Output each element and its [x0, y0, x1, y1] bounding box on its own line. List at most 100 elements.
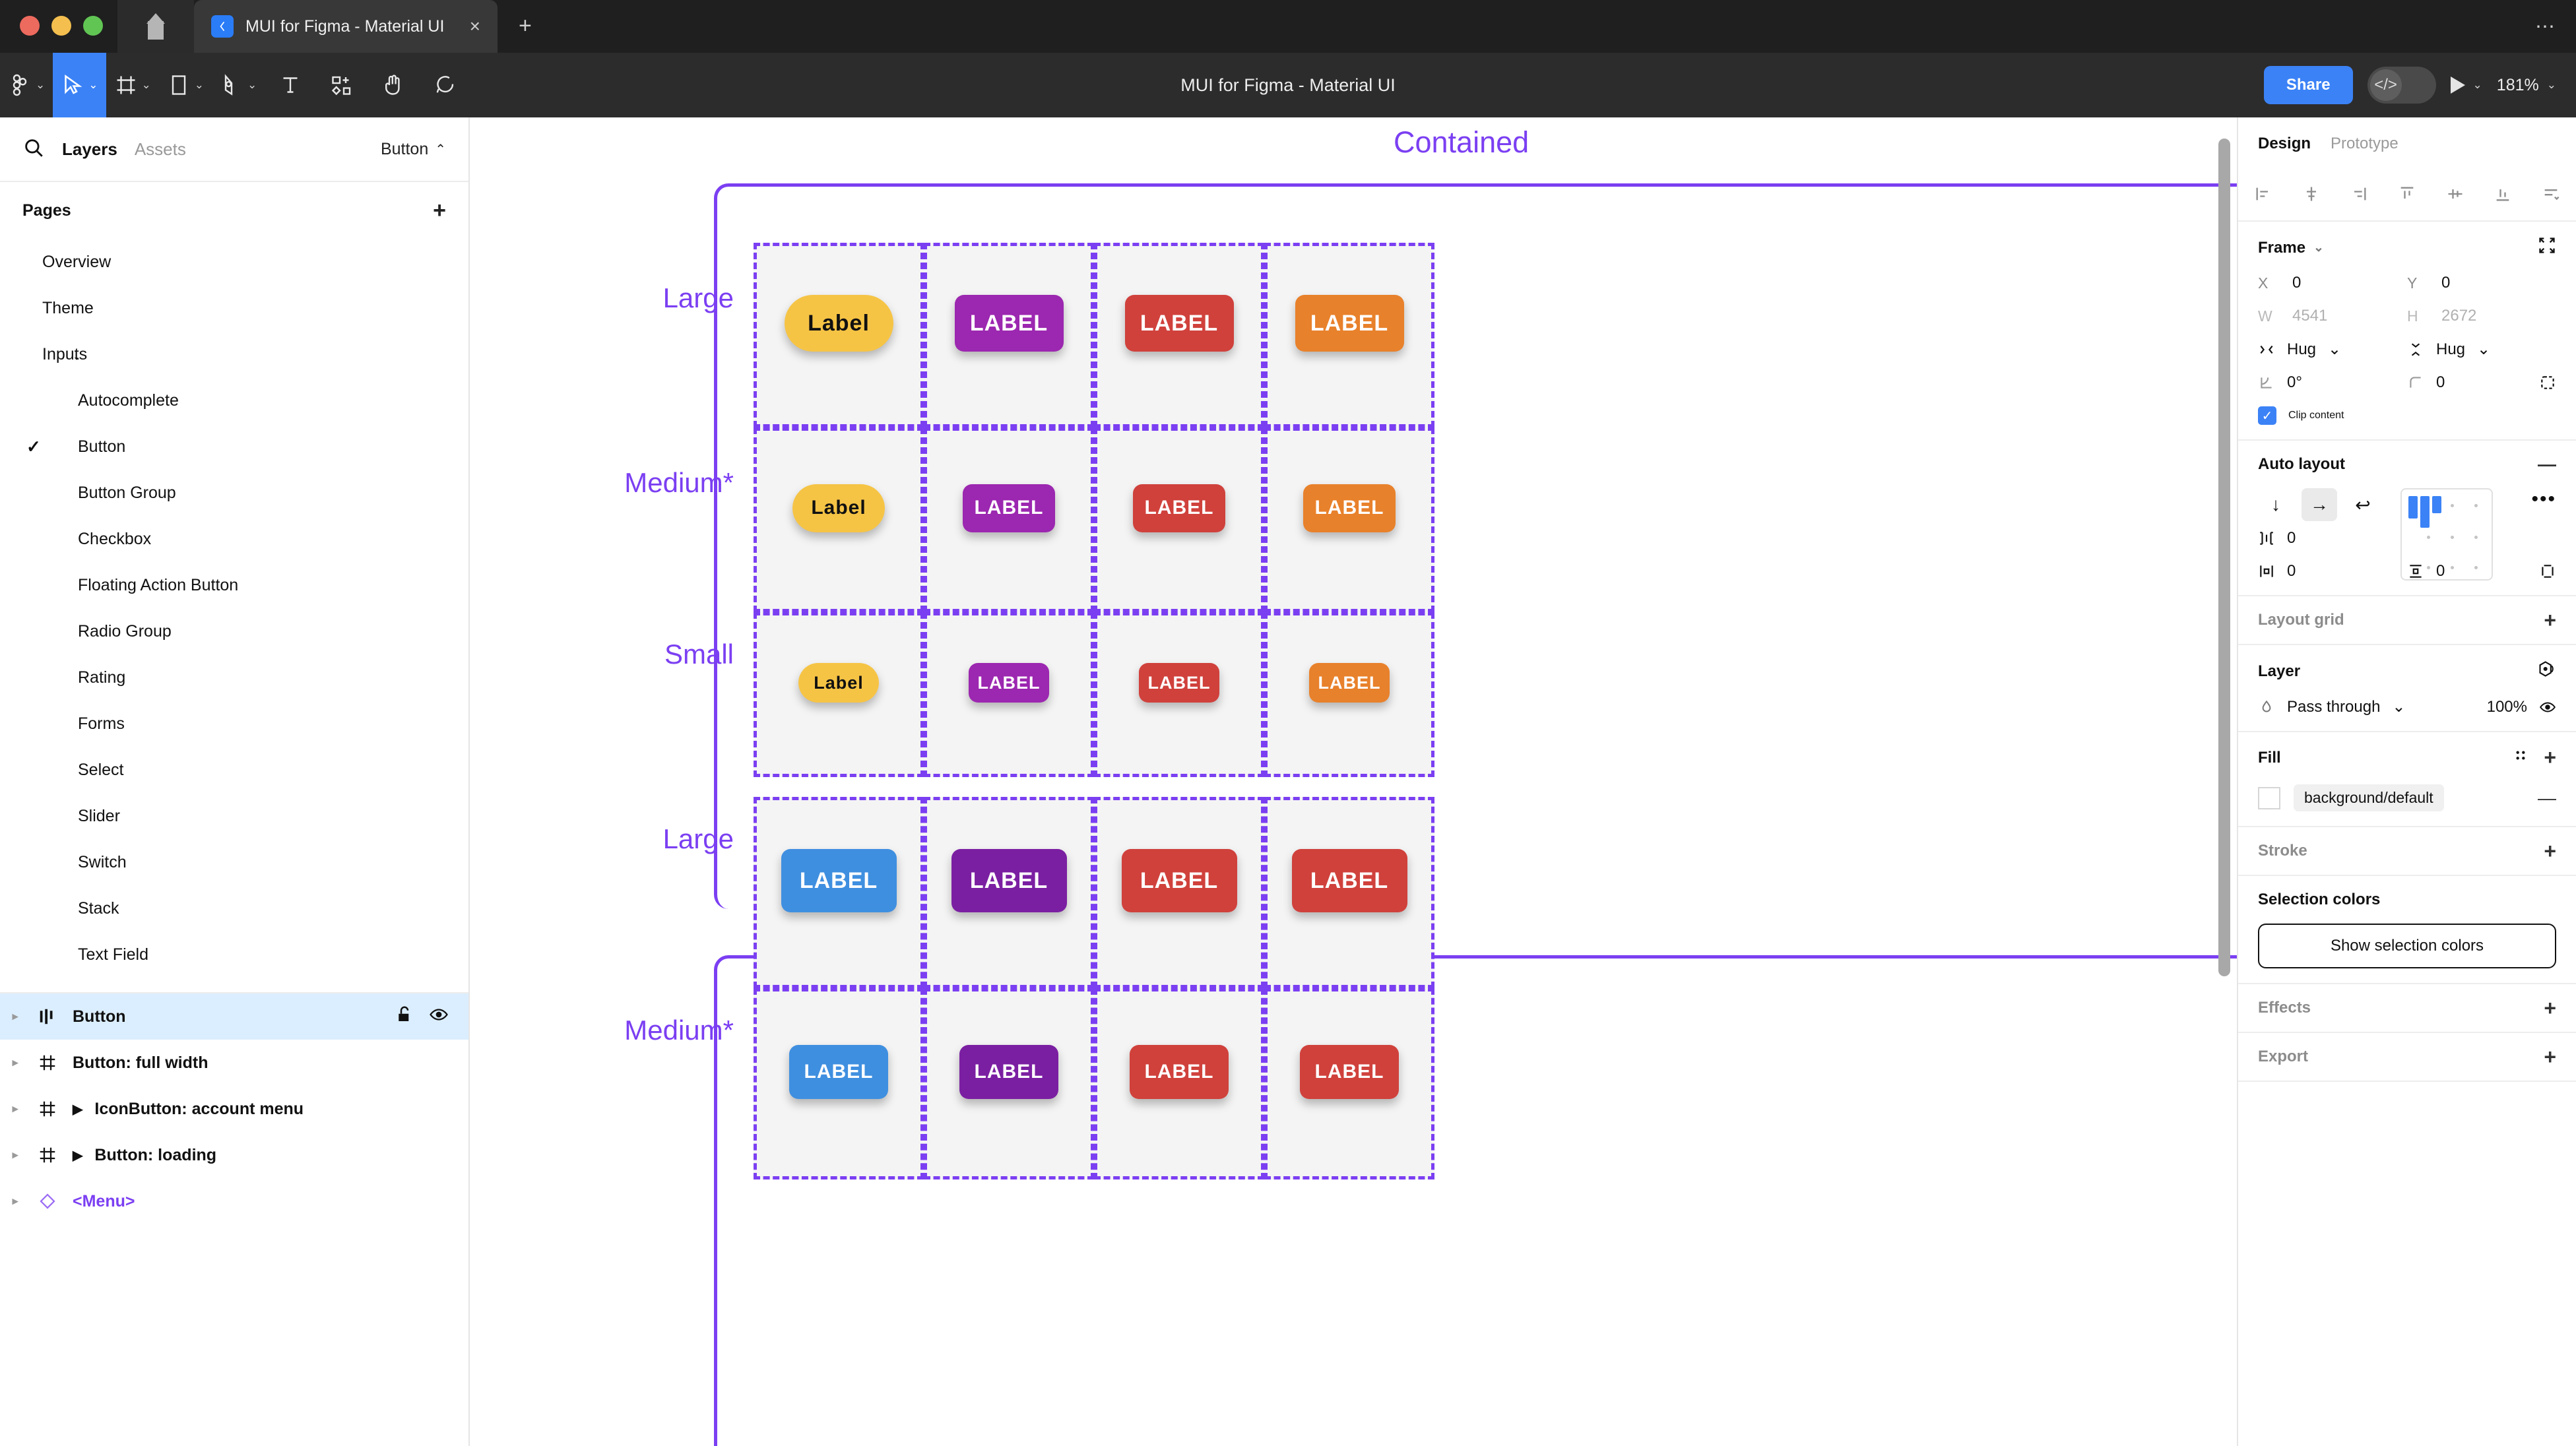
page-item-inputs[interactable]: ↓Inputs: [0, 331, 468, 377]
browser-tab[interactable]: MUI for Figma - Material UI ×: [194, 0, 498, 53]
canvas-button[interactable]: LABEL: [959, 1045, 1058, 1099]
fill-style-name[interactable]: background/default: [2294, 784, 2444, 811]
add-export-button[interactable]: +: [2544, 1044, 2556, 1069]
align-bottom-icon[interactable]: [2494, 185, 2512, 206]
canvas-button[interactable]: LABEL: [1300, 1045, 1399, 1099]
tab-layers[interactable]: Layers: [62, 139, 117, 159]
vertical-resizing-select[interactable]: Hug ⌄: [2407, 340, 2556, 359]
visibility-eye-icon[interactable]: [2539, 699, 2556, 716]
comment-tool-icon[interactable]: [419, 53, 470, 117]
hand-tool-icon[interactable]: [368, 53, 419, 117]
zoom-caret-icon[interactable]: ⌄: [2546, 79, 2556, 91]
width-field[interactable]: W 4541: [2258, 307, 2407, 325]
zoom-menu[interactable]: 181% ⌄: [2497, 76, 2556, 95]
page-item-button-group[interactable]: Button Group: [0, 470, 468, 516]
canvas-button[interactable]: LABEL: [954, 295, 1064, 352]
align-vertical-center-icon[interactable]: [2446, 185, 2464, 206]
add-stroke-button[interactable]: +: [2544, 838, 2556, 863]
page-item-button[interactable]: ✓Button: [0, 424, 468, 470]
canvas-button[interactable]: LABEL: [1295, 295, 1404, 352]
direction-vertical-icon[interactable]: ↓: [2271, 494, 2280, 515]
canvas-button[interactable]: LABEL: [1291, 849, 1407, 912]
direction-wrap-icon[interactable]: ↩: [2355, 494, 2371, 515]
layer-disclosure-icon[interactable]: ▸: [12, 1148, 18, 1161]
dev-mode-toggle[interactable]: </>: [2367, 67, 2436, 104]
clip-content-row[interactable]: ✓ Clip content: [2258, 406, 2556, 425]
page-item-floating-action-button[interactable]: Floating Action Button: [0, 562, 468, 608]
blend-mode-select[interactable]: Pass through ⌄: [2258, 697, 2443, 716]
layer-effects-icon[interactable]: [2538, 660, 2556, 683]
unlock-icon[interactable]: [395, 1005, 414, 1029]
add-layout-grid-button[interactable]: +: [2544, 608, 2556, 632]
height-field[interactable]: H 2672: [2407, 307, 2556, 325]
page-item-checkbox[interactable]: Checkbox: [0, 516, 468, 562]
rotation-field[interactable]: 0°: [2258, 373, 2407, 392]
new-tab-button[interactable]: +: [519, 13, 532, 38]
corner-radius-field[interactable]: 0: [2407, 373, 2556, 392]
auto-layout-more-icon[interactable]: •••: [2531, 488, 2556, 510]
clip-content-checkbox[interactable]: ✓: [2258, 406, 2276, 425]
layer-expand-triangle-icon[interactable]: ▶: [73, 1148, 83, 1163]
opacity-field[interactable]: 100%: [2443, 698, 2556, 716]
resources-icon[interactable]: [316, 53, 368, 117]
page-item-switch[interactable]: Switch: [0, 839, 468, 885]
add-fill-button[interactable]: +: [2544, 745, 2556, 770]
close-window-button[interactable]: [20, 16, 40, 36]
canvas-button[interactable]: LABEL: [1133, 484, 1225, 532]
close-tab-button[interactable]: ×: [469, 16, 480, 36]
page-item-stack[interactable]: Stack: [0, 885, 468, 931]
page-item-text-field[interactable]: Text Field: [0, 931, 468, 978]
direction-horizontal-icon[interactable]: →: [2302, 488, 2337, 521]
frame-tool-icon[interactable]: ⌄: [106, 53, 159, 117]
layer-row[interactable]: ▸▶Button: loading: [0, 1132, 468, 1178]
page-item-overview[interactable]: Overview: [0, 239, 468, 285]
page-item-autocomplete[interactable]: Autocomplete: [0, 377, 468, 424]
canvas-button[interactable]: Label: [792, 484, 885, 532]
maximize-window-button[interactable]: [83, 16, 103, 36]
collapse-frame-icon[interactable]: [2538, 236, 2556, 259]
show-selection-colors-button[interactable]: Show selection colors: [2258, 924, 2556, 968]
vertical-padding-field[interactable]: 0: [2407, 562, 2556, 581]
layer-row[interactable]: ▸▶IconButton: account menu: [0, 1086, 468, 1132]
page-item-slider[interactable]: Slider: [0, 793, 468, 839]
remove-auto-layout-button[interactable]: —: [2538, 454, 2556, 475]
canvas-button[interactable]: LABEL: [1121, 849, 1237, 912]
canvas-button[interactable]: LABEL: [789, 1045, 888, 1099]
page-item-select[interactable]: Select: [0, 747, 468, 793]
layer-row[interactable]: ▸<Menu>: [0, 1178, 468, 1224]
fill-styles-icon[interactable]: [2512, 747, 2529, 769]
page-item-forms[interactable]: Forms: [0, 701, 468, 747]
tab-design[interactable]: Design: [2258, 135, 2311, 152]
canvas-button[interactable]: LABEL: [969, 663, 1049, 703]
layer-disclosure-icon[interactable]: ▸: [12, 1010, 18, 1022]
page-selector[interactable]: Button ⌃: [381, 140, 446, 159]
layer-expand-triangle-icon[interactable]: ▶: [73, 1102, 83, 1117]
page-item-radio-group[interactable]: Radio Group: [0, 608, 468, 654]
canvas-button[interactable]: LABEL: [1124, 295, 1234, 352]
canvas-button[interactable]: LABEL: [951, 849, 1067, 912]
frame-name-label[interactable]: Contained: [1394, 125, 1530, 159]
share-button[interactable]: Share: [2263, 66, 2353, 104]
individual-padding-icon[interactable]: [2539, 563, 2556, 580]
visibility-eye-icon[interactable]: [429, 1005, 449, 1029]
align-left-icon[interactable]: [2254, 185, 2272, 206]
canvas-button[interactable]: Label: [784, 295, 893, 352]
canvas-button[interactable]: Label: [798, 663, 879, 703]
horizontal-padding-field[interactable]: 0: [2258, 562, 2407, 581]
align-top-icon[interactable]: [2398, 185, 2416, 206]
distribute-menu-icon[interactable]: [2542, 185, 2560, 206]
horizontal-resizing-select[interactable]: Hug ⌄: [2258, 340, 2407, 359]
x-field[interactable]: X 0: [2258, 274, 2407, 292]
gap-field[interactable]: 0: [2258, 529, 2407, 548]
move-tool-icon[interactable]: ⌄: [53, 53, 106, 117]
layer-disclosure-icon[interactable]: ▸: [12, 1195, 18, 1207]
shape-tool-icon[interactable]: ⌄: [159, 53, 212, 117]
y-field[interactable]: Y 0: [2407, 274, 2556, 292]
figma-menu-icon[interactable]: ⌄: [0, 53, 53, 117]
browser-menu-icon[interactable]: ⋯: [2535, 16, 2556, 38]
present-caret-icon[interactable]: ⌄: [2472, 79, 2482, 91]
layer-disclosure-icon[interactable]: ▸: [12, 1056, 18, 1069]
design-canvas[interactable]: Contained Primary*SecondaryErrorWarningL…: [470, 117, 2237, 1446]
remove-fill-button[interactable]: —: [2538, 787, 2556, 808]
align-right-icon[interactable]: [2350, 185, 2368, 206]
